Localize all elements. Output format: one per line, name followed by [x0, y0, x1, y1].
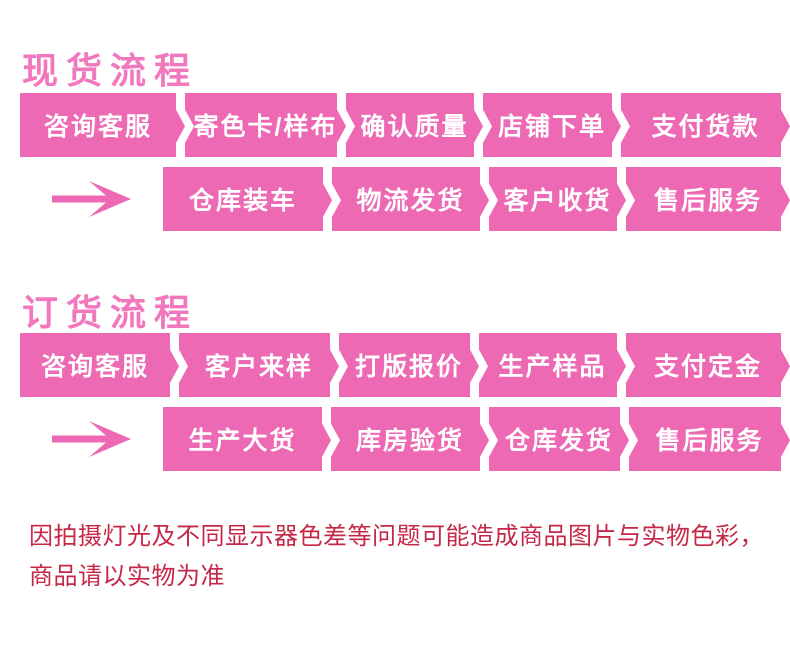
right-arrow-icon	[51, 421, 131, 457]
flow-step: 仓库装车	[163, 167, 332, 231]
disclaimer-line-1: 因拍摄灯光及不同显示器色差等问题可能造成商品图片与实物色彩，	[29, 523, 764, 550]
flow-step: 生产大货	[163, 407, 331, 471]
flow-step: 库房验货	[331, 407, 489, 471]
flow-row-in-stock-2: 仓库装车 物流发货 客户收货 售后服务	[20, 167, 790, 231]
flow-step: 寄色卡/样布	[185, 93, 346, 157]
flow-step: 生产样品	[479, 333, 626, 397]
flow-continuation-arrow	[20, 407, 163, 471]
flow-row-order-2: 生产大货 库房验货 仓库发货 售后服务	[20, 407, 790, 471]
flow-step: 咨询客服	[20, 333, 179, 397]
disclaimer-line-2: 商品请以实物为准	[29, 563, 225, 590]
flow-step: 支付货款	[621, 93, 790, 157]
flow-continuation-arrow	[20, 167, 163, 231]
right-arrow-icon	[51, 181, 131, 217]
flow-step: 咨询客服	[20, 93, 185, 157]
flow-step: 客户来样	[179, 333, 339, 397]
section-title-in-stock: 现货流程	[22, 50, 199, 91]
flow-row-in-stock-1: 咨询客服 寄色卡/样布 确认质量 店铺下单 支付货款	[20, 93, 790, 157]
flow-step: 店铺下单	[483, 93, 621, 157]
flow-row-order-1: 咨询客服 客户来样 打版报价 生产样品 支付定金	[20, 333, 790, 397]
flow-step: 仓库发货	[489, 407, 629, 471]
disclaimer-text: 因拍摄灯光及不同显示器色差等问题可能造成商品图片与实物色彩， 商品请以实物为准	[29, 517, 764, 597]
flow-step: 客户收货	[489, 167, 626, 231]
flow-step: 物流发货	[332, 167, 489, 231]
flow-step: 售后服务	[626, 167, 790, 231]
flow-step: 支付定金	[626, 333, 790, 397]
flow-step: 售后服务	[629, 407, 790, 471]
section-title-order: 订货流程	[22, 292, 199, 333]
flow-step: 确认质量	[346, 93, 483, 157]
flow-step: 打版报价	[339, 333, 479, 397]
